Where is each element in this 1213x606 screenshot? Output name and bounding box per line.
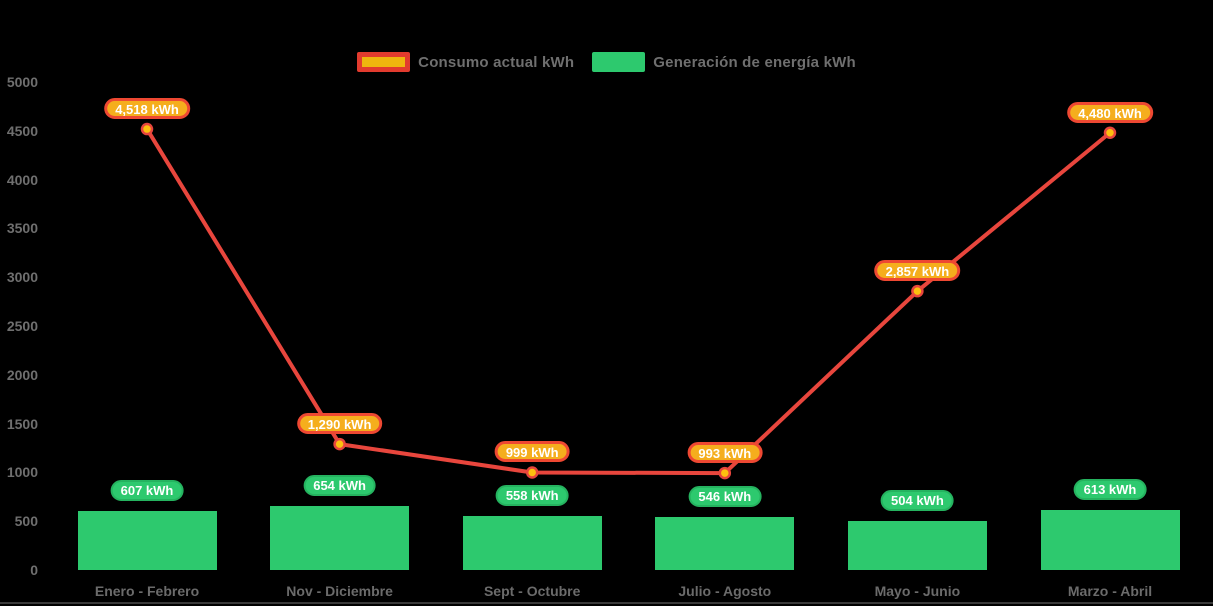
generation-data-label: 504 kWh <box>881 489 954 511</box>
generation-data-label: 613 kWh <box>1073 479 1147 501</box>
x-axis-category-label: Marzo - Abril <box>1067 583 1153 599</box>
y-axis-tick-label: 5000 <box>6 74 38 90</box>
consumption-point-marker[interactable] <box>140 122 154 136</box>
generation-data-label: 546 kWh <box>688 485 762 507</box>
consumption-line <box>145 127 1112 476</box>
consumption-data-label: 2,857 kWh <box>874 260 961 282</box>
consumption-point-marker[interactable] <box>911 284 924 298</box>
consumption-data-label: 993 kWh <box>687 442 763 464</box>
y-axis-tick-label: 2500 <box>6 318 38 334</box>
consumption-data-label: 1,290 kWh <box>296 413 383 435</box>
legend-item-generacion-energia[interactable]: Generación de energía kWh <box>592 52 856 72</box>
x-axis-category-label: Mayo - Junio <box>874 583 961 599</box>
legend: Consumo actual kWh Generación de energía… <box>0 52 1213 72</box>
y-axis-tick-label: 4500 <box>6 122 38 139</box>
legend-label-consumo-actual: Consumo actual kWh <box>418 53 575 71</box>
consumption-point-marker[interactable] <box>718 466 732 480</box>
y-axis-tick-label: 4000 <box>6 171 38 188</box>
consumption-point-marker[interactable] <box>1103 126 1117 140</box>
generation-bar[interactable] <box>847 520 987 570</box>
x-axis-category-label: Nov - Diciembre <box>286 583 393 599</box>
legend-label-generacion-energia: Generación de energía kWh <box>653 53 856 71</box>
generation-bar[interactable] <box>1040 510 1180 570</box>
generation-bar[interactable] <box>655 516 795 570</box>
consumption-data-label: 4,518 kWh <box>104 98 190 120</box>
generation-bar[interactable] <box>462 515 602 570</box>
y-axis-tick-label: 500 <box>14 513 38 530</box>
x-axis-category-label: Julio - Agosto <box>678 583 772 599</box>
y-axis-tick-label: 3000 <box>6 269 38 286</box>
consumption-data-label: 4,480 kWh <box>1067 101 1153 123</box>
consumption-data-label: 999 kWh <box>494 441 570 463</box>
y-axis-tick-label: 3500 <box>6 220 38 237</box>
x-axis-category-label: Enero - Febrero <box>94 583 200 599</box>
generation-bar[interactable] <box>77 510 217 570</box>
generation-data-label: 558 kWh <box>495 484 569 506</box>
generation-bar[interactable] <box>270 506 410 570</box>
y-axis-tick-label: 1500 <box>6 415 38 432</box>
y-axis-tick-label: 1000 <box>6 464 38 481</box>
y-axis-tick-label: 0 <box>30 562 38 578</box>
consumption-point-marker[interactable] <box>333 437 346 451</box>
generation-data-label: 607 kWh <box>110 479 184 501</box>
bar-series-swatch-icon <box>592 52 646 72</box>
legend-item-consumo-actual[interactable]: Consumo actual kWh <box>357 52 574 72</box>
generation-data-label: 654 kWh <box>303 475 376 497</box>
x-axis-category-label: Sept - Octubre <box>483 583 581 599</box>
y-axis-tick-label: 2000 <box>6 366 38 383</box>
line-series-swatch-icon <box>357 52 411 72</box>
x-axis-line <box>0 602 1213 604</box>
consumption-point-marker[interactable] <box>525 466 539 479</box>
